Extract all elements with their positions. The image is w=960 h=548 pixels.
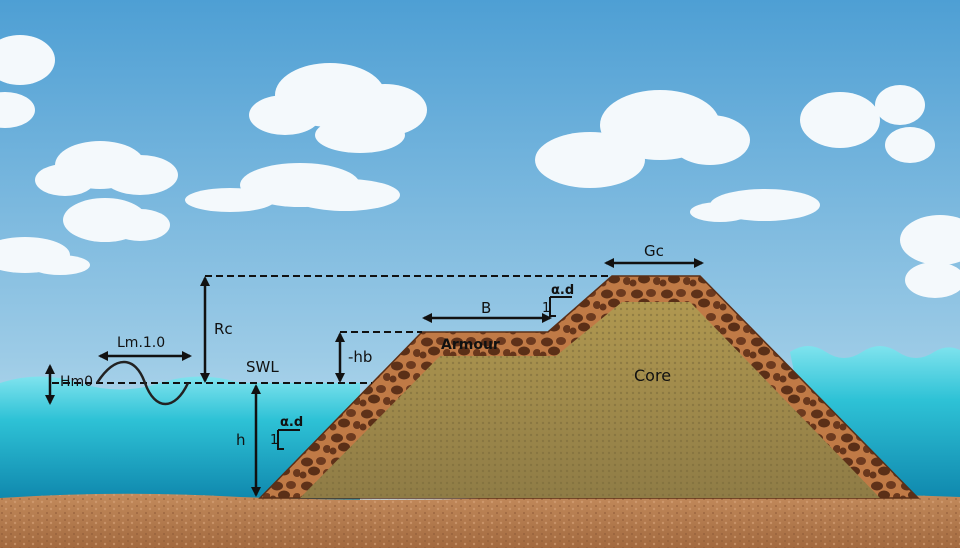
slope-mark-upper (549, 297, 556, 317)
core-label: Core (634, 366, 671, 385)
cloud (0, 35, 55, 128)
cloud (249, 63, 427, 153)
slope-one-label-lower: 1 (270, 433, 278, 448)
slope-indicators (277, 296, 572, 450)
armour-label: Armour (441, 337, 500, 353)
cloud (63, 198, 170, 242)
slope-mark-lower (277, 430, 284, 450)
swl-label: SWL (246, 358, 279, 376)
dimension-arrows (45, 258, 704, 497)
cloud (690, 189, 820, 222)
clouds (0, 35, 960, 298)
alpha-d-label-lower: α.d (280, 415, 303, 430)
cloud (35, 141, 178, 196)
hm0-label: Hm0 (60, 374, 93, 390)
rc-label: Rc (214, 320, 233, 338)
alpha-d-label-upper: α.d (551, 283, 574, 298)
b-label: B (481, 299, 491, 317)
hb-label: -hb (348, 348, 372, 366)
slope-one-label-upper: 1 (542, 301, 550, 316)
dashed-lines (52, 275, 612, 384)
core-texture (300, 302, 880, 498)
cloud (185, 163, 400, 212)
h-label: h (236, 431, 246, 449)
cloud (800, 85, 935, 163)
wave-curve (95, 360, 190, 405)
sea-left (0, 376, 360, 500)
seabed-texture (0, 493, 960, 548)
cloud (900, 215, 960, 298)
gc-label: Gc (644, 242, 664, 260)
lm-label: Lm.1.0 (117, 335, 165, 351)
cloud (0, 237, 90, 275)
cloud (535, 90, 750, 188)
